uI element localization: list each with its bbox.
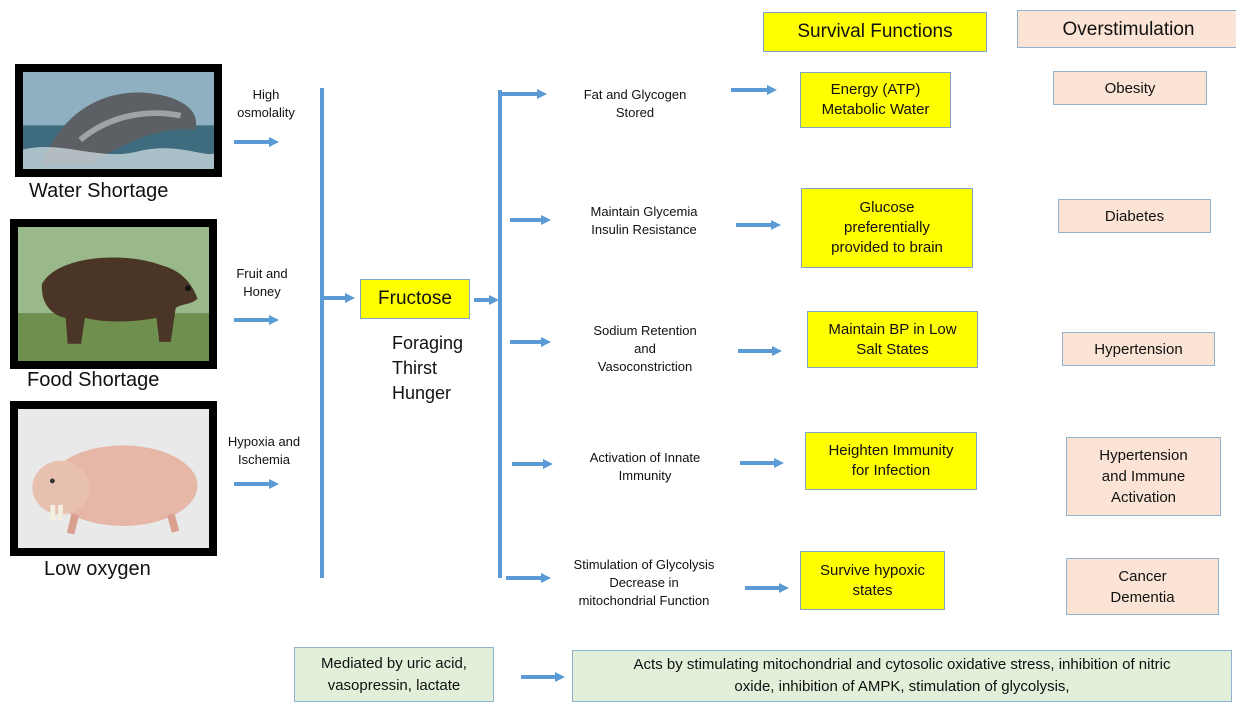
overstim-box-5: Cancer Dementia — [1066, 558, 1219, 615]
fructose-label: Fructose — [378, 288, 452, 309]
overstim-box-3: Hypertension — [1062, 332, 1215, 366]
naked-mole-rat-image — [10, 401, 217, 556]
cause-food: Fruit and Honey — [236, 266, 288, 299]
survival-functions-header: Survival Functions — [763, 12, 987, 52]
overstim-box-4: Hypertension and Immune Activation — [1066, 437, 1221, 516]
mediator-box: Mediated by uric acid, vasopressin, lact… — [294, 647, 494, 702]
mechanism-4: Activation of Innate Immunity — [589, 450, 701, 483]
cause-oxygen: Hypoxia and Ischemia — [227, 434, 301, 467]
mechanism-3: Sodium Retention and Vasoconstriction — [593, 323, 697, 374]
overstim-box-1: Obesity — [1053, 71, 1207, 105]
whale-image — [15, 64, 222, 177]
overstimulation-header: Overstimulation — [1017, 10, 1236, 48]
overstim-box-2: Diabetes — [1058, 199, 1211, 233]
survival-box-3: Maintain BP in Low Salt States — [807, 311, 978, 368]
survival-box-5: Survive hypoxic states — [800, 551, 945, 610]
bear-image — [10, 219, 217, 369]
mechanism-1: Fat and Glycogen Stored — [583, 87, 687, 120]
survival-box-4: Heighten Immunity for Infection — [805, 432, 977, 490]
caption-water-shortage: Water Shortage — [29, 180, 169, 202]
mechanism-5: Stimulation of Glycolysis Decrease in mi… — [573, 557, 715, 608]
overstimulation-title: Overstimulation — [1062, 18, 1195, 40]
survival-functions-title: Survival Functions — [797, 21, 953, 42]
survival-box-2: Glucose preferentially provided to brain — [801, 188, 973, 268]
caption-food-shortage: Food Shortage — [27, 369, 160, 391]
fructose-box: Fructose — [360, 279, 470, 319]
survival-box-1: Energy (ATP) Metabolic Water — [800, 72, 951, 128]
cause-water: High osmolality — [237, 87, 295, 120]
mechanism-2: Maintain Glycemia Insulin Resistance — [590, 204, 698, 237]
caption-low-oxygen: Low oxygen — [44, 558, 151, 580]
fructose-effects: Foraging Thirst Hunger — [392, 333, 464, 403]
action-box: Acts by stimulating mitochondrial and cy… — [572, 650, 1232, 702]
